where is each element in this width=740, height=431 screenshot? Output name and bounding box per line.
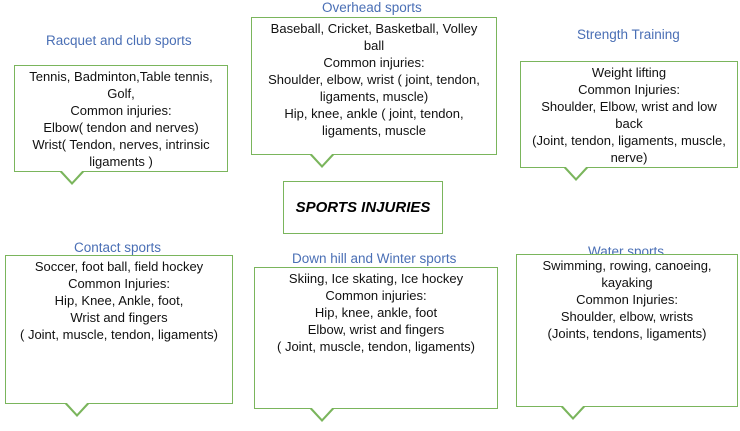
box-line: ligaments, muscle [321,123,427,138]
box-line: ligaments ) [89,154,153,169]
box-line: Shoulder, Elbow, wrist and low [541,99,717,114]
box-line: Shoulder, elbow, wrist ( joint, tendon, [268,72,480,87]
box-line: Common injuries: [325,288,427,303]
box-line: Wrist and fingers [70,310,168,325]
strength-title: Strength Training [577,27,680,42]
box-line: ( Joint, muscle, tendon, ligaments) [20,327,218,342]
box-line: (Joints, tendons, ligaments) [547,326,707,341]
box-line: Elbow( tendon and nerves) [43,120,199,135]
contact-title: Contact sports [74,240,162,255]
box-line: Common Injuries: [576,292,678,307]
racquet-box: Tennis, Badminton,Table tennis, Golf, Comm… [14,65,228,172]
box-line: Wrist( Tendon, nerves, intrinsic [32,137,210,152]
box-line: Common Injuries: [578,82,680,97]
box-line: Swimming, rowing, canoeing, [542,258,712,273]
box-line: nerve) [610,150,648,165]
box-line: Skiing, Ice skating, Ice hockey [288,271,464,286]
box-line: Weight lifting [591,65,667,80]
box-line: Baseball, Cricket, Basketball, Volley [270,21,478,36]
box-line: ligaments, muscle) [319,89,429,104]
box-line: kayaking [601,275,653,290]
box-line: Hip, Knee, Ankle, foot, [54,293,184,308]
box-line: ball [363,38,385,53]
box-line: Common injuries: [70,103,172,118]
box-line: (Joint, tendon, ligaments, muscle, [532,133,726,148]
box-line: Common Injuries: [68,276,170,291]
box-line: Hip, knee, ankle ( joint, tendon, [284,106,464,121]
overhead-title: Overhead sports [322,0,422,15]
downhill-title: Down hill and Winter sports [292,251,457,266]
box-line: Elbow, wrist and fingers [307,322,445,337]
box-line: back [615,116,643,131]
overhead-box: Baseball, Cricket, Basketball, Volley bal… [251,17,497,155]
box-line: Shoulder, elbow, wrists [560,309,694,324]
box-line: Common injuries: [323,55,425,70]
box-line: Soccer, foot ball, field hockey [34,259,204,274]
box-line: Hip, knee, ankle, foot [314,305,438,320]
center-label: SPORTS INJURIES [283,181,443,234]
box-line: ( Joint, muscle, tendon, ligaments) [277,339,475,354]
racquet-title: Racquet and club sports [46,33,192,48]
box-line: Golf, [107,86,135,101]
box-line: Tennis, Badminton,Table tennis, [29,69,213,84]
